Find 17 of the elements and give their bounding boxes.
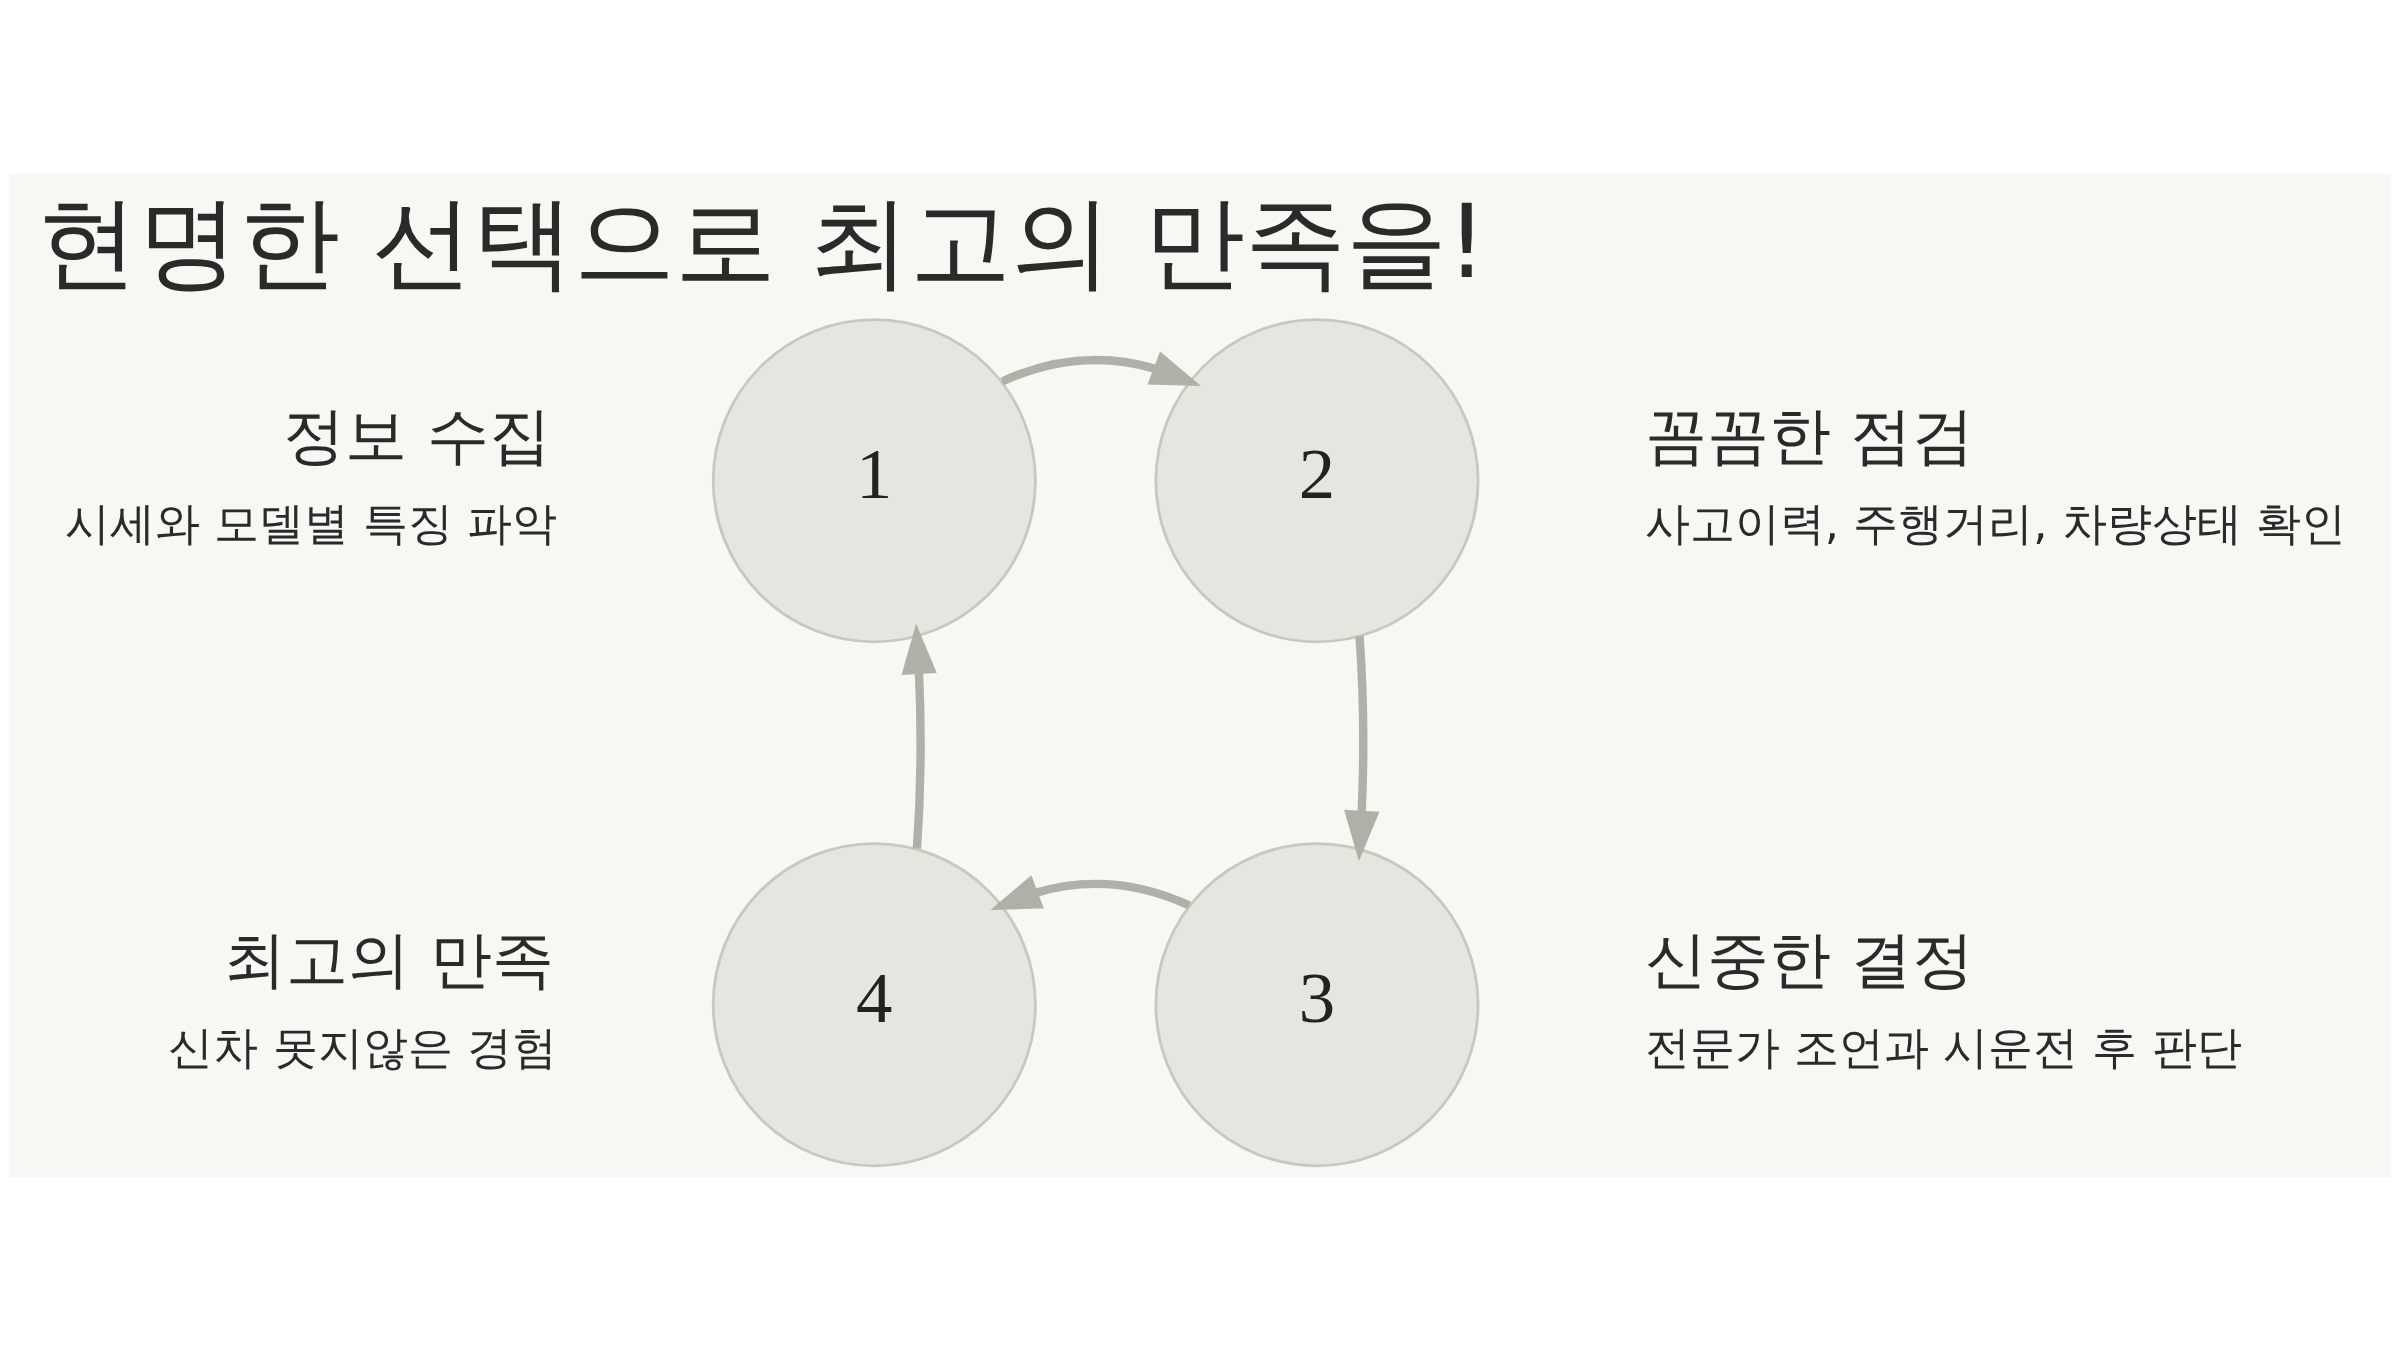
node-label: 사고이력, 주행거리, 차량상태 확인 <box>1644 496 2346 550</box>
diagram-title: 현명한 선택으로 최고의 만족을! <box>37 182 1488 301</box>
node-circle: 1 <box>711 317 1037 643</box>
node-label: 전문가 조언과 시운전 후 판단 <box>1644 1020 2242 1074</box>
arrow <box>990 874 1191 910</box>
node-circle: 4 <box>711 841 1037 1167</box>
node-circle: 3 <box>1154 841 1480 1167</box>
node-label: 정보 수집 <box>283 399 551 472</box>
arrow <box>1344 635 1380 861</box>
node-label: 시세와 모델별 특징 파악 <box>64 496 558 550</box>
node-circle: 2 <box>1154 317 1480 643</box>
node-label: 꼼꼼한 점검 <box>1644 399 1975 472</box>
node-label: 신중한 결정 <box>1644 923 1975 996</box>
arrow <box>901 623 937 849</box>
node-label: 신차 못지않은 경험 <box>168 1020 557 1074</box>
arrow <box>1000 351 1202 386</box>
node-label: 최고의 만족 <box>224 923 554 996</box>
